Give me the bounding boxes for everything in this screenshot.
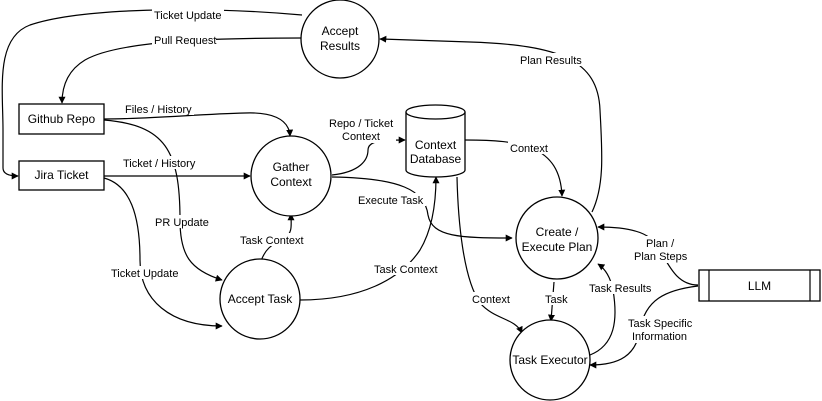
edge-task-results (589, 263, 616, 356)
edge-plan-results (379, 35, 603, 213)
svg-text:Jira Ticket: Jira Ticket (34, 168, 89, 182)
edge-repo-ticket-context (331, 136, 406, 176)
svg-text:Create /: Create / (536, 225, 579, 239)
svg-text:Context: Context (472, 294, 510, 306)
edge-labels: Ticket Update Pull Request Plan Results … (109, 8, 696, 343)
edge-label-context-right: Context (508, 141, 550, 155)
node-context-database: Context Database (405, 104, 466, 178)
edge-label-execute-task: Execute Task (356, 193, 426, 207)
edge-label-ticket-update-left: Ticket Update (109, 266, 181, 280)
node-jira-ticket: Jira Ticket (18, 160, 105, 191)
node-github-repo: Github Repo (18, 103, 105, 135)
svg-text:Gather: Gather (273, 160, 310, 174)
svg-text:Task: Task (545, 294, 568, 306)
svg-text:Ticket / History: Ticket / History (123, 158, 196, 170)
svg-text:Execute Plan: Execute Plan (522, 240, 593, 254)
edge-label-pr-update: PR Update (153, 215, 211, 229)
svg-text:Github Repo: Github Repo (28, 112, 96, 126)
edge-ticket-update-left (103, 177, 223, 330)
svg-text:LLM: LLM (748, 279, 771, 293)
svg-text:Context: Context (415, 138, 457, 152)
edge-execute-task (331, 176, 513, 242)
edge-label-repo-ticket-context: Repo / Ticket Context (326, 116, 396, 143)
edge-label-task-context-upper: Task Context (238, 233, 304, 247)
edge-label-task-results: Task Results (587, 281, 655, 295)
edge-label-plan-results: Plan Results (518, 53, 584, 67)
edge-label-plan-steps: Plan / Plan Steps (632, 236, 692, 263)
svg-text:PR Update: PR Update (155, 217, 209, 229)
svg-text:Accept: Accept (322, 24, 359, 38)
nodes: Github Repo Jira Ticket Accept Results G… (18, 0, 821, 401)
svg-text:Task Executor: Task Executor (512, 353, 587, 367)
svg-text:Files / History: Files / History (125, 104, 192, 116)
svg-text:Context: Context (342, 131, 380, 143)
svg-text:Information: Information (632, 331, 687, 343)
svg-text:Ticket Update: Ticket Update (111, 268, 178, 280)
svg-text:Context: Context (510, 143, 548, 155)
edge-label-task-specific-info: Task Specific Information (626, 316, 696, 343)
svg-text:Task Context: Task Context (374, 264, 438, 276)
edge-files-history (103, 112, 294, 137)
edge-task-context-lower (299, 176, 440, 301)
node-task-executor: Task Executor (509, 319, 591, 401)
svg-text:Task Specific: Task Specific (628, 318, 693, 330)
svg-text:Context: Context (270, 175, 312, 189)
edge-pull-request (58, 37, 302, 104)
edge-label-pull-request: Pull Request (152, 33, 216, 47)
node-llm: LLM (698, 269, 821, 302)
svg-text:Task Context: Task Context (240, 235, 304, 247)
node-create-execute-plan: Create / Execute Plan (515, 196, 599, 280)
node-accept-task: Accept Task (219, 258, 301, 340)
node-gather-context: Gather Context (250, 135, 332, 217)
edge-label-task: Task (543, 292, 571, 306)
edge-label-files-history: Files / History (123, 102, 194, 116)
svg-text:Task Results: Task Results (589, 283, 652, 295)
edge-label-ticket-history: Ticket / History (121, 156, 197, 170)
svg-text:Database: Database (410, 152, 462, 166)
node-accept-results: Accept Results (300, 0, 380, 79)
edge-label-ticket-update-top: Ticket Update (152, 8, 224, 22)
svg-text:Ticket Update: Ticket Update (154, 10, 221, 22)
svg-text:Plan /: Plan / (646, 238, 675, 250)
edge-label-task-context-lower: Task Context (372, 262, 438, 276)
svg-text:Plan Steps: Plan Steps (634, 251, 688, 263)
edge-pr-update (103, 119, 223, 282)
svg-text:Plan Results: Plan Results (520, 55, 582, 67)
svg-text:Pull Request: Pull Request (154, 35, 216, 47)
svg-text:Execute Task: Execute Task (358, 195, 424, 207)
svg-text:Accept Task: Accept Task (228, 292, 293, 306)
edge-context-lower (456, 176, 523, 334)
svg-text:Repo / Ticket: Repo / Ticket (329, 118, 393, 130)
edge-label-context-lower: Context (470, 292, 512, 306)
svg-text:Results: Results (320, 39, 360, 53)
